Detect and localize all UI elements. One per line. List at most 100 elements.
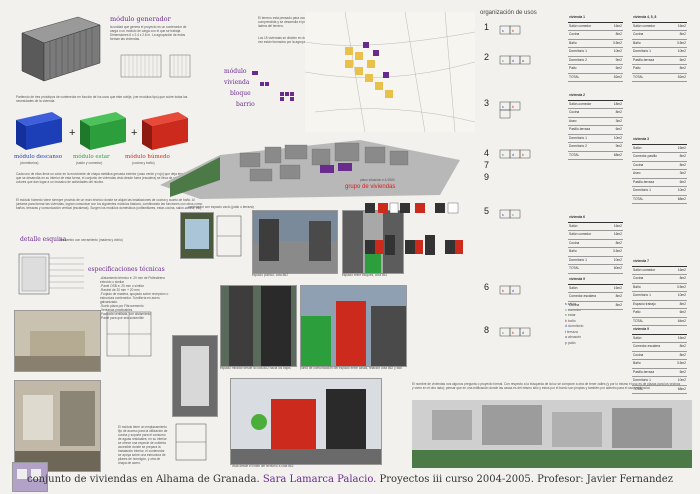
modulo-estar-sub: (salón y comedor) [76,161,103,165]
generador-text: la unidad que genera el proyecto es un c… [110,25,187,41]
table-cell: 10m2 [613,49,622,53]
table-cell: TOTAL [633,386,644,391]
table-cell: 8m2 [679,344,686,348]
table-cell: 8m2 [679,66,686,70]
table-cell: 8m2 [679,276,686,280]
table-cell: Salón comedor [569,23,592,28]
table-cell: 6m2 [679,57,686,62]
especificaciones-title: especificaciones técnicas [88,266,165,273]
spec-item: -Suelo placa por Fibrocemento [100,304,144,308]
bottom-detail-drawing [175,423,207,461]
table-cell: Cocina [633,276,644,280]
table-cell: 3m2 [679,171,686,175]
espacio-publico-render [252,210,338,274]
table-cell: 16m2 [677,23,686,28]
table-cell: 3.5m2 [612,249,622,253]
svg-text:s: s [502,105,504,109]
spec-item: -Ventanas practicables [100,308,133,312]
svg-text:d: d [512,59,514,63]
table-cell: Baño [633,40,641,45]
table-cell: 16m2 [677,267,686,272]
svg-text:a: a [522,59,524,63]
grupo-viviendas-title: grupo de viviendas [345,184,396,190]
flow-bloque: bloque [230,90,251,97]
table-cell: Dormitorio 1 [569,257,587,262]
org-num-2: 2 [484,52,490,62]
table-cell: Pasillo-terraza [633,369,655,374]
table-cell: Cocina [569,110,580,114]
svg-text:+: + [69,127,75,139]
org-num-7: 7 [484,160,490,170]
table-cell: 52m2 [613,74,622,79]
footer-title: conjunto de viviendas en Alhama de Grana… [0,474,700,485]
table-cell: TOTAL [633,196,644,201]
table-cell: Salón [569,285,578,290]
table-cell: TOTAL [569,74,580,79]
table-cell: 16m2 [613,223,622,228]
org-num-6: 6 [484,282,490,292]
table-cell: Patio [633,66,641,70]
punto-com-render [300,285,407,367]
table-cell: 8m2 [679,162,686,167]
table-cell: Salón comedor [633,267,656,272]
svg-text:s: s [502,213,504,217]
table-cell: 10m2 [677,49,686,53]
table-cell: 8m2 [679,154,686,158]
table-cell: Pasillo-terraza [633,179,655,184]
los-15-text: Los 15 viviendas se dividen en dos grupo… [258,36,339,44]
svg-text:b: b [512,331,514,335]
detalle-esquina-title: detalle esquina [20,236,67,243]
table-cell: 6m2 [679,179,686,184]
table-cell: 64m2 [677,318,686,323]
container-3d-render [21,16,101,82]
table-cell: 16m2 [613,232,622,236]
table-cell: 68m2 [677,386,686,391]
table-cell: 6m2 [615,127,622,131]
table-cell: 9m2 [615,144,622,148]
table-cell: Salón-comedor [569,101,592,106]
table-cell: 8m2 [615,110,622,114]
org-num-8: 8 [484,325,490,335]
flow-modulo: módulo [224,68,247,75]
spec-item: -Forjado de madera, apoyado sobre recepc… [100,292,169,304]
svg-text:d: d [512,289,514,293]
table-cell: Cocina [633,352,644,357]
table-cell: 16m2 [677,335,686,340]
table-cell: TOTAL [633,318,644,323]
table-cell: Salón comedor [633,23,656,28]
table-cell: Baño [633,284,641,289]
table-cell: 10m2 [613,135,622,140]
city-model-render [160,140,460,199]
org-num-9: 9 [484,172,490,182]
table-cell: Cocina [633,32,644,36]
table-cell: Aseo [569,118,577,123]
legend-item: a almacén [565,335,582,339]
table-cell: Salón [633,145,642,150]
modulo-humedo-text: El módulo húmedo viene siempre provisto … [16,198,203,210]
terreno-text: El terreno está pensado para ocupar toda… [258,16,338,28]
modulo-humedo-sub: (cocina y baño) [132,161,155,165]
table-cell: 3m2 [615,118,622,123]
table-cell: Aseo [633,171,641,175]
spec-item: -Fachada ventilada, con aislamiento [100,312,152,316]
vista-limite-caption: vista desde el límite del territorio a c… [232,464,294,468]
grupo-viviendas-diagram [365,202,463,255]
plano-situacion-label: plano situación e:1/1500 [360,178,395,182]
table-cell: 10m2 [677,378,686,382]
detalle-esquina-sub: encuentro con cerramiento (madera y vidr… [60,238,123,242]
table-cell: Patio [633,310,641,314]
org-num-5: 5 [484,206,490,216]
table-cell: 9m2 [615,57,622,62]
svg-text:b: b [502,289,504,293]
table-cell: Dormitorio 1 [633,293,651,297]
vacio-diagram [216,215,242,257]
table-cell: vivienda 1 [569,15,585,19]
table-cell: Baño [569,40,577,45]
three-modules: + + [16,112,188,150]
table-cell: 8m2 [679,352,686,357]
modulo-estar-label: módulo estar [73,154,110,160]
espacio-publico-caption: espacio público, cota 862 [252,273,288,277]
table-cell: 68m2 [677,196,686,201]
mirador-render [220,285,297,367]
